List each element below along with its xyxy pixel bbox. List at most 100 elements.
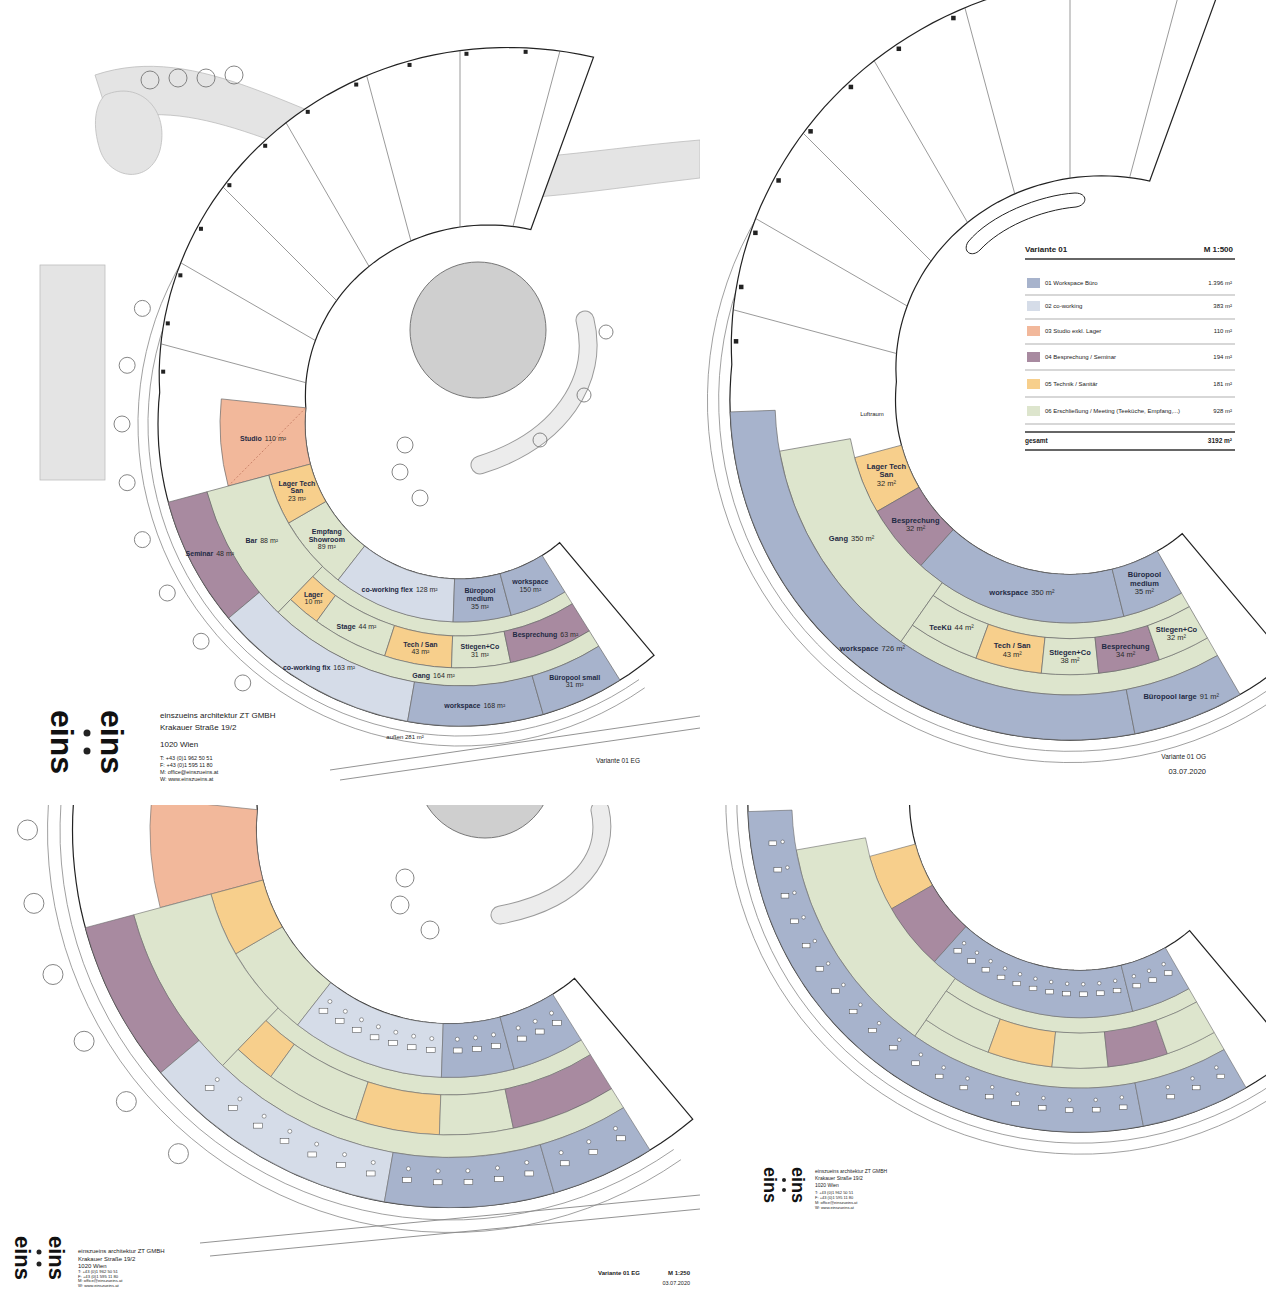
chair xyxy=(877,1021,881,1025)
chair xyxy=(288,1129,292,1133)
desk xyxy=(1096,991,1104,995)
walkway xyxy=(500,810,602,915)
desk xyxy=(1113,988,1121,992)
room-outline xyxy=(227,591,416,723)
logo-dot xyxy=(37,1262,42,1267)
desk xyxy=(774,868,782,872)
column xyxy=(739,285,744,290)
building-wing xyxy=(748,805,1266,1132)
room-label: Lager10 m² xyxy=(298,591,328,607)
chair xyxy=(360,1018,364,1022)
chair xyxy=(1162,962,1166,966)
room-fill xyxy=(229,592,415,721)
room-area xyxy=(500,994,581,1069)
room-label: Büropool small31 m² xyxy=(541,674,608,690)
plan-label: außen 281 m² xyxy=(386,734,423,741)
chair xyxy=(343,1153,347,1157)
chair xyxy=(1003,967,1007,971)
column xyxy=(408,63,412,67)
desk xyxy=(319,1008,328,1013)
chair xyxy=(962,941,966,945)
chair xyxy=(802,916,806,920)
desk xyxy=(1046,990,1054,994)
desk xyxy=(473,1046,482,1051)
room-fill xyxy=(408,676,544,726)
column xyxy=(776,178,781,183)
partition-line xyxy=(286,123,369,267)
room-name: Stage xyxy=(337,623,356,631)
room-name: workspace xyxy=(512,578,548,586)
room-fill xyxy=(1126,656,1240,734)
room-name: Seminar xyxy=(186,550,214,558)
chair xyxy=(1018,972,1022,976)
plan-label: 194 m² xyxy=(1213,354,1232,361)
chair xyxy=(559,1151,563,1155)
room-area-value: 32 m² xyxy=(906,525,925,533)
desk xyxy=(1063,991,1071,995)
column xyxy=(354,83,358,87)
tree xyxy=(119,357,135,373)
plan-og-detail xyxy=(726,805,1266,1192)
desk xyxy=(1092,1108,1100,1112)
room-area-value: 88 m² xyxy=(260,537,278,545)
partition-line xyxy=(460,51,461,227)
room-label: workspace726 m² xyxy=(812,644,932,652)
chair xyxy=(859,1003,863,1007)
room-area-value: 44 m² xyxy=(955,624,974,632)
room-label: TeeKü44 m² xyxy=(923,624,980,632)
walkway xyxy=(500,810,602,915)
plan-label: gesamt xyxy=(1025,437,1048,444)
room-name: Lager Tech San xyxy=(864,463,908,480)
plan-label: 03.07.2020 xyxy=(1168,768,1206,776)
logo-word: eins xyxy=(96,710,128,774)
legend-swatch xyxy=(1027,352,1040,362)
room-area xyxy=(748,810,1143,1132)
desk xyxy=(229,1105,238,1110)
logo-word: eins xyxy=(11,1236,33,1280)
logo-dot xyxy=(37,1250,42,1255)
room-area xyxy=(926,991,1000,1052)
plan-label: 110 m² xyxy=(1214,328,1232,335)
desk xyxy=(389,1041,398,1046)
chair xyxy=(898,1038,902,1042)
desk xyxy=(280,1139,289,1144)
room-area-value: 35 m² xyxy=(1135,588,1154,596)
room-area xyxy=(988,1019,1055,1067)
desk xyxy=(1164,971,1172,975)
chair xyxy=(412,1034,416,1038)
chair xyxy=(989,959,993,963)
column xyxy=(161,370,165,374)
desk xyxy=(1119,1105,1127,1109)
desk xyxy=(791,919,799,923)
room-outline xyxy=(499,554,566,617)
room-label: Büropool medium35 m² xyxy=(1121,572,1168,597)
room-label: Seminar48 m² xyxy=(158,550,263,558)
chair xyxy=(786,866,790,870)
parking xyxy=(40,265,105,480)
partition-line xyxy=(181,263,316,341)
chair xyxy=(533,1019,537,1023)
tree xyxy=(74,1031,94,1051)
room-label: Besprechung32 m² xyxy=(889,517,942,534)
chair xyxy=(1191,1077,1195,1081)
chair xyxy=(793,891,797,895)
desk xyxy=(254,1123,263,1128)
tree xyxy=(159,585,175,601)
room-area-value: 726 m² xyxy=(882,644,905,652)
chair xyxy=(1068,1098,1072,1102)
column xyxy=(178,273,182,277)
desk xyxy=(589,1150,598,1155)
desk xyxy=(453,1048,462,1053)
desk xyxy=(535,1029,544,1034)
road-line xyxy=(340,728,700,780)
chair xyxy=(455,1037,459,1041)
tree xyxy=(134,532,150,548)
room-label: Studio110 m² xyxy=(232,436,294,444)
column xyxy=(464,52,468,56)
room-area xyxy=(1156,1002,1214,1054)
room-fill xyxy=(976,624,1045,673)
desk xyxy=(816,967,824,971)
logo-dot xyxy=(84,748,91,755)
room-name: Besprechung xyxy=(1102,642,1150,650)
room-area-value: 63 m² xyxy=(560,631,578,639)
